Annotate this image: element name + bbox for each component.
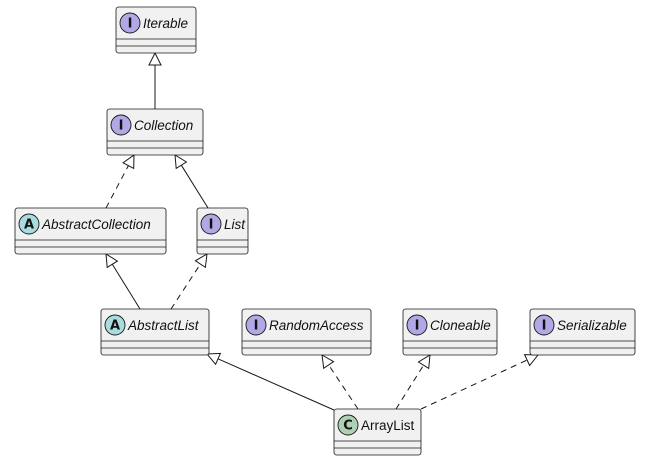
implements-line xyxy=(395,364,425,410)
hollow-arrowhead xyxy=(105,253,119,269)
relation-array-list-to-abstract-list xyxy=(205,352,335,411)
interface-badge-icon xyxy=(406,314,428,336)
class-box-frame xyxy=(106,108,204,156)
class-box-list[interactable]: I List xyxy=(196,207,249,255)
class-name: RandomAccess xyxy=(269,318,364,333)
class-name: Cloneable xyxy=(430,318,491,333)
badge-letter: I xyxy=(119,119,124,134)
badge-letter: I xyxy=(254,319,259,334)
class-box-serializable[interactable]: I Serializable xyxy=(529,308,636,356)
abstract-badge-icon xyxy=(18,213,40,235)
class-name: ArrayList xyxy=(361,418,415,433)
class-box-frame xyxy=(100,308,210,356)
class-box-collection[interactable]: I Collection xyxy=(106,108,204,156)
hollow-arrowhead xyxy=(122,154,135,170)
badge-letter: I xyxy=(128,17,133,32)
interface-badge-icon xyxy=(200,213,222,235)
class-box-array-list[interactable]: C ArrayList xyxy=(333,408,422,456)
class-name: Serializable xyxy=(557,318,627,333)
interface-badge-icon xyxy=(110,114,132,136)
class-name: Iterable xyxy=(143,16,188,31)
interface-badge-icon xyxy=(119,12,141,34)
class-box-frame xyxy=(241,308,372,356)
class-box-abstract-collection[interactable]: A AbstractCollection xyxy=(14,207,167,255)
extends-line xyxy=(217,358,335,411)
badge-letter: I xyxy=(542,319,547,334)
implements-line xyxy=(170,263,201,310)
extends-line xyxy=(111,263,141,310)
hollow-arrowhead xyxy=(417,354,431,370)
badge-letter: A xyxy=(24,218,34,233)
interface-badge-icon xyxy=(245,314,267,336)
implements-line xyxy=(328,364,359,410)
relation-collection-to-iterable xyxy=(148,51,162,109)
extends-line xyxy=(180,164,209,209)
badge-letter: I xyxy=(415,319,420,334)
implements-line xyxy=(105,165,129,209)
relation-abstract-collection-to-collection xyxy=(105,154,135,209)
class-name: Collection xyxy=(134,118,193,133)
relation-array-list-to-cloneable xyxy=(395,354,431,410)
hollow-arrowhead xyxy=(194,253,208,269)
hollow-arrowhead xyxy=(523,354,540,367)
class-box-abstract-list[interactable]: A AbstractList xyxy=(100,308,210,356)
hollow-arrowhead xyxy=(174,154,188,170)
relation-list-to-collection xyxy=(174,154,209,209)
class-box-cloneable[interactable]: I Cloneable xyxy=(402,308,498,356)
hollow-arrowhead xyxy=(321,354,335,370)
badge-letter: C xyxy=(343,419,353,434)
relation-array-list-to-serializable xyxy=(420,354,540,410)
hollow-arrowhead xyxy=(205,352,222,366)
class-box-iterable[interactable]: I Iterable xyxy=(115,6,197,54)
relations-layer xyxy=(105,51,540,411)
badge-letter: A xyxy=(110,319,120,334)
class-box-frame xyxy=(529,308,636,356)
badge-letter: I xyxy=(209,218,214,233)
class-name: AbstractCollection xyxy=(41,217,151,232)
relation-array-list-to-random-access xyxy=(321,354,359,410)
implements-line xyxy=(420,359,528,410)
class-badge-icon xyxy=(337,414,359,436)
class-box-frame xyxy=(14,207,167,255)
hollow-arrowhead xyxy=(148,51,162,66)
interface-badge-icon xyxy=(533,314,555,336)
class-name: AbstractList xyxy=(127,318,200,333)
class-name: List xyxy=(224,217,246,232)
relation-abstract-list-to-list xyxy=(170,253,208,310)
class-box-random-access[interactable]: I RandomAccess xyxy=(241,308,372,356)
abstract-badge-icon xyxy=(104,314,126,336)
class-box-frame xyxy=(402,308,498,356)
relation-abstract-list-to-abstract-collection xyxy=(105,253,141,310)
